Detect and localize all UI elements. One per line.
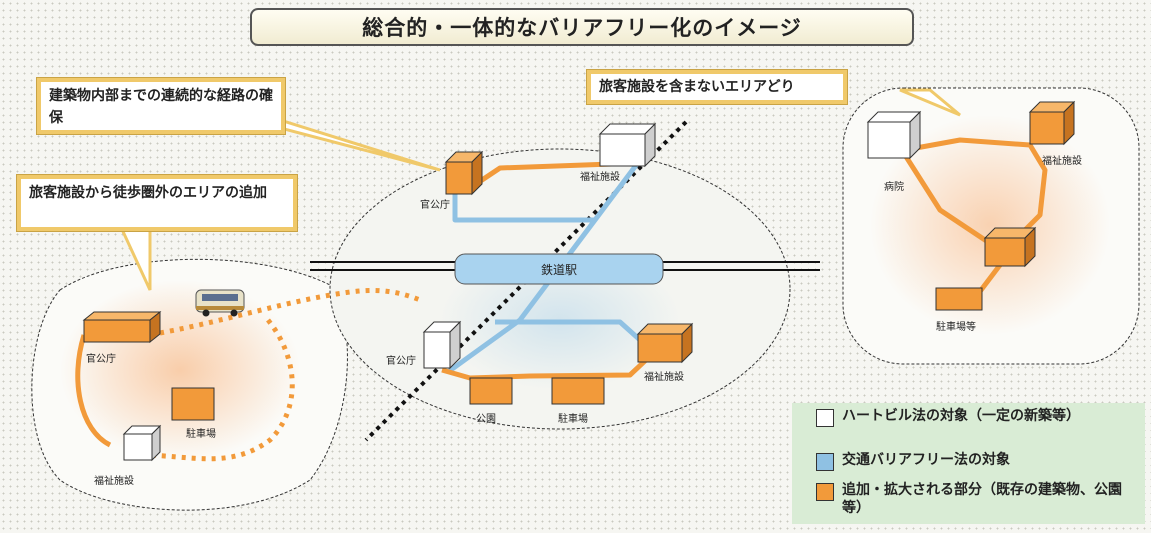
right-parking-building bbox=[935, 287, 983, 311]
right-hospital-building bbox=[866, 110, 922, 160]
center-welfare-top-building bbox=[598, 122, 657, 168]
center-parking-label: 駐車場 bbox=[558, 414, 588, 425]
legend-swatch-blue bbox=[816, 453, 834, 471]
center-gov-bottom-label: 官公庁 bbox=[386, 356, 416, 367]
callout-continuous-route-text: 建築物内部までの連続的な経路の確保 bbox=[49, 88, 273, 126]
callout-no-station-area-text: 旅客施設を含まないエリアどり bbox=[599, 79, 795, 95]
legend-text-added: 追加・拡大される部分（既存の建築物、公園等） bbox=[842, 482, 1122, 516]
center-park-building bbox=[469, 377, 513, 405]
center-gov-bottom-building bbox=[422, 320, 462, 370]
center-welfare-bottom-building bbox=[636, 322, 694, 364]
center-gov-top-label: 官公庁 bbox=[420, 200, 450, 211]
right-parking-label: 駐車場等 bbox=[936, 322, 976, 333]
callout-walking-area-text: 旅客施設から徒歩圏外のエリアの追加 bbox=[29, 185, 267, 201]
legend: ハートビル法の対象（一定の新築等） 交通バリアフリー法の対象 追加・拡大される部… bbox=[792, 403, 1145, 524]
left-gov-building bbox=[82, 310, 162, 344]
bus-icon bbox=[195, 289, 245, 317]
callout-continuous-route: 建築物内部までの連続的な経路の確保 bbox=[36, 77, 286, 135]
right-hospital-label: 病院 bbox=[884, 182, 904, 193]
station-label: 鉄道駅 bbox=[540, 262, 577, 277]
left-welfare-building bbox=[122, 424, 162, 462]
center-welfare-top-label: 福祉施設 bbox=[580, 172, 620, 183]
center-welfare-bottom-label: 福祉施設 bbox=[644, 372, 684, 383]
center-park-label: 公園 bbox=[476, 414, 496, 425]
legend-item-transport: 交通バリアフリー法の対象 bbox=[792, 451, 1122, 471]
page-title: 総合的・一体的なバリアフリー化のイメージ bbox=[250, 8, 914, 46]
left-welfare-label: 福祉施設 bbox=[94, 476, 134, 487]
legend-item-heartbuild: ハートビル法の対象（一定の新築等） bbox=[792, 407, 1122, 427]
buildings bbox=[82, 100, 1076, 462]
right-area bbox=[842, 87, 1140, 365]
center-gov-top-building bbox=[444, 150, 484, 196]
legend-item-added: 追加・拡大される部分（既存の建築物、公園等） bbox=[792, 481, 1122, 517]
legend-text-heartbuild: ハートビル法の対象（一定の新築等） bbox=[842, 408, 1080, 424]
center-parking-building bbox=[551, 377, 605, 405]
orange-routes-left bbox=[75, 287, 421, 462]
left-parking-label: 駐車場 bbox=[186, 429, 216, 440]
right-welfare-label: 福祉施設 bbox=[1042, 156, 1082, 167]
blue-routes bbox=[446, 158, 642, 375]
left-parking-building bbox=[171, 387, 215, 421]
legend-swatch-white bbox=[816, 409, 834, 427]
station-platform bbox=[454, 253, 664, 285]
left-gov-label: 官公庁 bbox=[86, 354, 116, 365]
callout-walking-area: 旅客施設から徒歩圏外のエリアの追加 bbox=[16, 174, 298, 232]
callout-tails bbox=[117, 88, 961, 291]
legend-swatch-orange bbox=[816, 483, 834, 501]
callout-no-station-area: 旅客施設を含まないエリアどり bbox=[586, 69, 848, 105]
right-center-building bbox=[983, 226, 1037, 268]
railway-tracks bbox=[310, 261, 820, 271]
legend-text-transport: 交通バリアフリー法の対象 bbox=[842, 452, 1010, 468]
right-welfare-building bbox=[1028, 100, 1076, 146]
